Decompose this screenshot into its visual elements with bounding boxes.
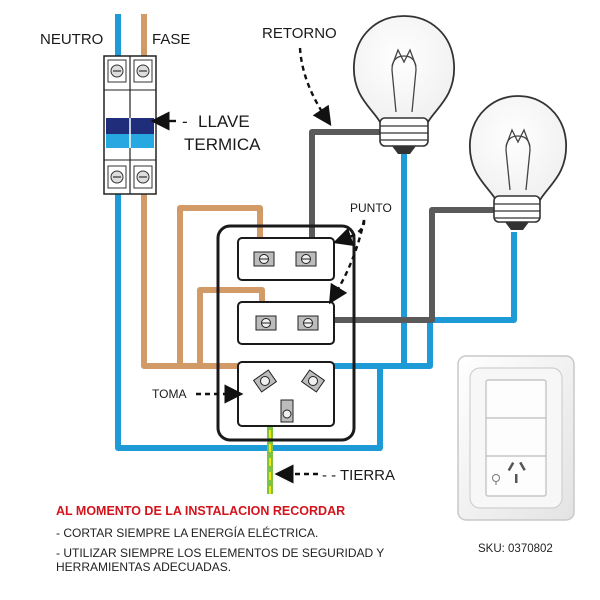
screw-terminal-icon xyxy=(107,59,153,83)
label-tierra: TIERRA xyxy=(340,467,395,484)
label-neutro: NEUTRO xyxy=(40,31,103,48)
screw-terminal-icon xyxy=(255,315,277,331)
screw-terminal-icon xyxy=(252,369,278,393)
screw-terminal-icon xyxy=(253,251,275,267)
screw-terminal-icon xyxy=(297,315,319,331)
label-toma: TOMA xyxy=(152,387,186,401)
switch-socket-box xyxy=(216,224,356,442)
pointer-arrows xyxy=(150,47,366,484)
screw-terminal-icon xyxy=(280,399,294,423)
notes-line-2: - UTILIZAR SIEMPRE LOS ELEMENTOS DE SEGU… xyxy=(56,546,385,574)
light-bulb-icon xyxy=(353,15,455,154)
label-fase: FASE xyxy=(152,31,190,48)
label-llave-line1: LLAVE xyxy=(198,112,250,131)
screw-terminal-icon xyxy=(107,165,153,189)
installation-notes: AL MOMENTO DE LA INSTALACION RECORDAR - … xyxy=(56,504,416,580)
sku-label: SKU: 0370802 xyxy=(478,543,553,555)
screw-terminal-icon xyxy=(295,251,317,267)
screw-terminal-icon xyxy=(300,369,326,393)
circuit-breaker-icon xyxy=(103,55,157,195)
label-tierra-dash: - - xyxy=(322,467,336,484)
label-punto: PUNTO xyxy=(350,201,392,215)
switch-module-2 xyxy=(237,301,335,345)
light-bulb-icon xyxy=(492,474,500,485)
notes-line-1: - CORTAR SIEMPRE LA ENERGÍA ELÉCTRICA. xyxy=(56,526,319,540)
wall-plate-icon xyxy=(457,355,575,521)
socket-icon xyxy=(507,461,526,483)
label-llave-dash: - xyxy=(182,112,188,131)
notes-title: AL MOMENTO DE LA INSTALACION RECORDAR xyxy=(56,504,346,518)
socket-module xyxy=(237,361,335,427)
label-retorno: RETORNO xyxy=(262,25,337,42)
return-wire xyxy=(309,129,494,323)
label-llave-line2: TERMICA xyxy=(184,135,261,154)
light-bulb-icon xyxy=(469,95,567,230)
switch-module-1 xyxy=(237,237,335,281)
